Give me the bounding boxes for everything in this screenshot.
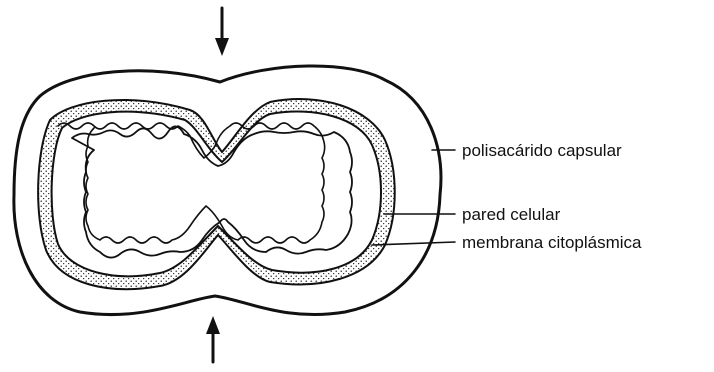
cell-wall-band: [38, 99, 395, 289]
compression-arrow-top: [215, 8, 229, 56]
label-membrane: membrana citoplásmica: [462, 233, 642, 252]
compression-arrow-bottom: [206, 316, 220, 362]
label-cell-wall: pared celular: [462, 205, 561, 224]
label-capsule: polisacárido capsular: [462, 141, 622, 160]
cell-wall-outer-wavy: [58, 123, 325, 243]
